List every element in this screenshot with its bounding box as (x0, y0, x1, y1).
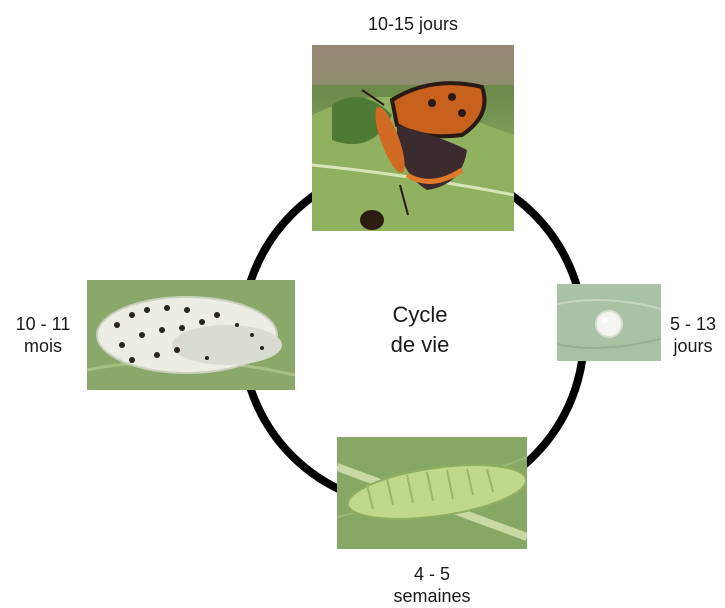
egg-duration-unit: jours (663, 335, 723, 357)
adult-duration-label: 10-15 jours (312, 13, 514, 35)
pupa-duration-unit: mois (0, 335, 86, 357)
adult-duration-text: 10-15 jours (312, 13, 514, 35)
pupa-duration-label: 10 - 11 mois (0, 313, 86, 357)
pupa-duration-value: 10 - 11 (0, 313, 86, 335)
egg-photo (557, 284, 661, 361)
larva-duration-label: 4 - 5 semaines (337, 563, 527, 607)
larva-duration-unit: semaines (337, 585, 527, 607)
cycle-title-line1: Cycle (330, 300, 510, 330)
cycle-title-line2: de vie (330, 330, 510, 360)
egg-duration-label: 5 - 13 jours (663, 313, 723, 357)
cycle-title: Cycle de vie (330, 300, 510, 360)
pupa-photo (87, 280, 295, 390)
larva-duration-value: 4 - 5 (337, 563, 527, 585)
butterfly-photo (312, 45, 514, 231)
egg-duration-value: 5 - 13 (663, 313, 723, 335)
caterpillar-photo (337, 437, 527, 549)
